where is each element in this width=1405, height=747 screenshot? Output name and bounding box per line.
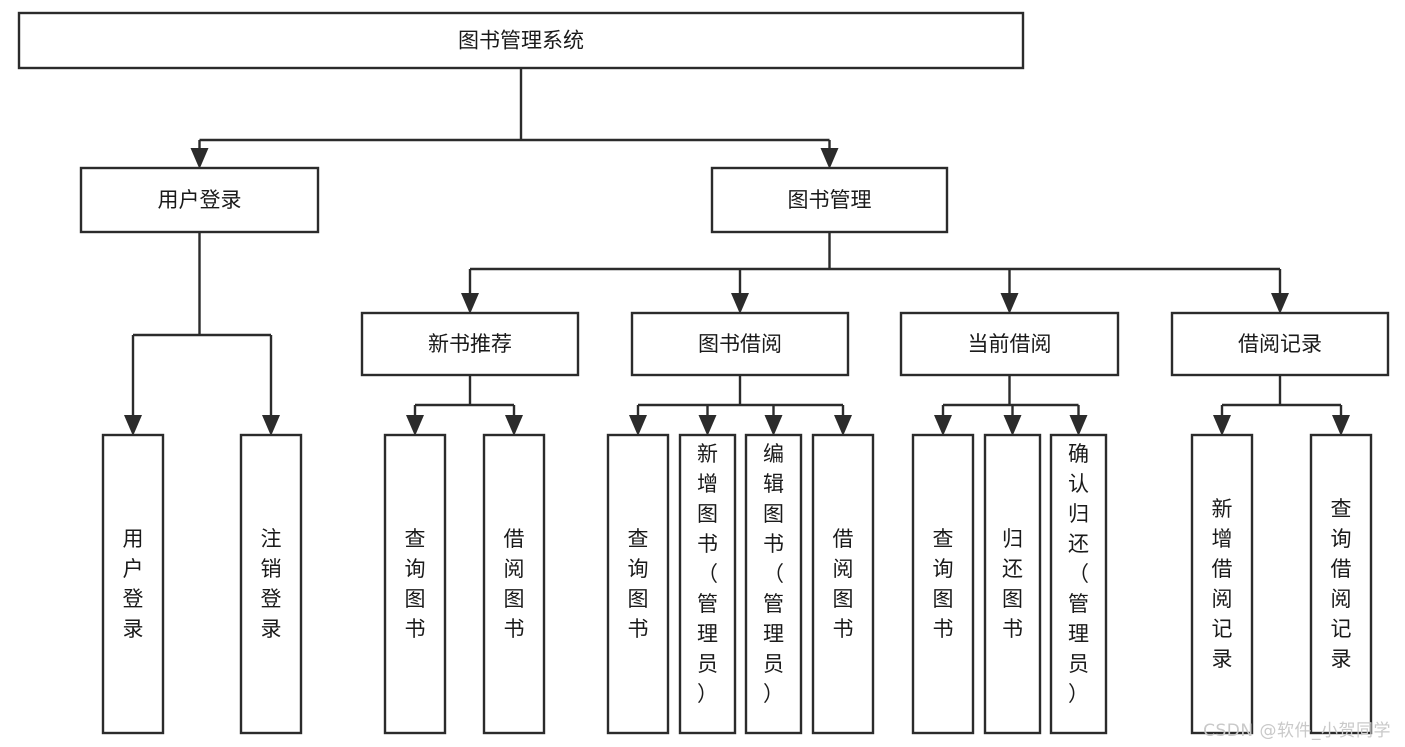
connectors-layer [124, 68, 1350, 436]
node-leaf-add-book-admin[interactable]: 新增图书（管理员） [678, 433, 737, 735]
node-box-leaf-edit-book-admin [744, 433, 803, 735]
node-new-book-recommend[interactable]: 新书推荐 [360, 311, 580, 377]
arrow-head-icon-leaf-confirm-return-admin [1069, 415, 1088, 436]
arrow-head-icon-leaf-user-login [124, 415, 142, 436]
node-label-book-borrow: 图书借阅 [698, 332, 782, 356]
connector-group-borrow-record [1213, 375, 1350, 436]
node-leaf-query-book-cur[interactable]: 查询图书 [911, 433, 975, 735]
node-label-leaf-return-book: 归还图书 [1002, 527, 1023, 641]
arrow-head-icon-leaf-add-borrow-record [1213, 415, 1231, 436]
arrow-head-icon-leaf-edit-book-admin [764, 415, 783, 436]
node-label-leaf-user-login: 用户登录 [123, 527, 144, 641]
node-book-borrow[interactable]: 图书借阅 [630, 311, 850, 377]
node-box-book-borrow [630, 311, 850, 377]
connector-group-book-management [461, 232, 1289, 314]
arrow-head-icon-leaf-add-book-admin [698, 415, 717, 436]
node-leaf-add-borrow-record[interactable]: 新增借阅记录 [1190, 433, 1254, 735]
node-borrow-record[interactable]: 借阅记录 [1170, 311, 1390, 377]
connector-group-current-borrow [934, 375, 1088, 436]
node-label-leaf-confirm-return-admin: 确认归还（管理员） [1068, 442, 1089, 706]
node-box-leaf-query-borrow-record [1309, 433, 1373, 735]
arrow-head-icon-leaf-query-book-borrow [629, 415, 647, 436]
node-box-leaf-query-book-rec [383, 433, 447, 735]
node-box-leaf-add-book-admin [678, 433, 737, 735]
node-label-leaf-borrow-book-rec: 借阅图书 [504, 527, 525, 641]
node-label-book-management: 图书管理 [788, 188, 872, 212]
node-box-book-management [710, 166, 949, 234]
arrow-head-icon-leaf-return-book [1003, 415, 1022, 436]
node-box-leaf-query-book-cur [911, 433, 975, 735]
node-box-leaf-query-book-borrow [606, 433, 670, 735]
connector-group-book-borrow [629, 375, 852, 436]
arrow-head-icon-borrow-record [1271, 293, 1289, 314]
node-box-leaf-return-book [983, 433, 1042, 735]
node-box-leaf-borrow-book [811, 433, 875, 735]
node-box-leaf-logout-login [239, 433, 303, 735]
arrow-head-icon-leaf-borrow-book-rec [505, 415, 523, 436]
node-label-root: 图书管理系统 [458, 29, 584, 53]
node-label-leaf-query-book-rec: 查询图书 [405, 527, 426, 641]
node-box-leaf-user-login [101, 433, 165, 735]
arrow-head-icon-leaf-query-borrow-record [1332, 415, 1350, 436]
arrow-head-icon-book-borrow [731, 293, 749, 314]
node-leaf-logout-login[interactable]: 注销登录 [239, 433, 303, 735]
node-label-leaf-edit-book-admin: 编辑图书（管理员） [763, 442, 784, 706]
node-label-leaf-borrow-book: 借阅图书 [833, 527, 854, 641]
node-label-current-borrow: 当前借阅 [968, 332, 1052, 356]
node-box-leaf-confirm-return-admin [1049, 433, 1108, 735]
connector-group-new-book-recommend [406, 375, 523, 436]
arrow-head-icon-leaf-logout-login [262, 415, 280, 436]
node-leaf-borrow-book-rec[interactable]: 借阅图书 [482, 433, 546, 735]
node-leaf-query-book-borrow[interactable]: 查询图书 [606, 433, 670, 735]
arrow-head-icon-current-borrow [1000, 293, 1019, 314]
node-leaf-return-book[interactable]: 归还图书 [983, 433, 1042, 735]
arrow-head-icon-book-management [820, 148, 839, 169]
arrow-head-icon-leaf-query-book-cur [934, 415, 952, 436]
node-box-current-borrow [899, 311, 1120, 377]
node-label-leaf-add-borrow-record: 新增借阅记录 [1212, 497, 1233, 671]
watermark-label: CSDN @软件_小贺同学 [1203, 721, 1391, 741]
node-leaf-user-login[interactable]: 用户登录 [101, 433, 165, 735]
arrow-head-icon-new-book-recommend [461, 293, 479, 314]
node-label-user-login: 用户登录 [158, 188, 242, 212]
node-leaf-borrow-book[interactable]: 借阅图书 [811, 433, 875, 735]
node-leaf-query-book-rec[interactable]: 查询图书 [383, 433, 447, 735]
node-leaf-confirm-return-admin[interactable]: 确认归还（管理员） [1049, 433, 1108, 735]
node-label-leaf-query-book-borrow: 查询图书 [628, 527, 649, 641]
node-label-new-book-recommend: 新书推荐 [428, 332, 512, 356]
node-root[interactable]: 图书管理系统 [17, 11, 1025, 70]
node-box-user-login [79, 166, 320, 234]
node-leaf-query-borrow-record[interactable]: 查询借阅记录 [1309, 433, 1373, 735]
arrow-head-icon-user-login [190, 148, 209, 169]
connector-group-user-login [124, 232, 280, 436]
node-label-leaf-add-book-admin: 新增图书（管理员） [697, 442, 718, 706]
node-box-new-book-recommend [360, 311, 580, 377]
node-label-leaf-query-borrow-record: 查询借阅记录 [1331, 497, 1352, 671]
node-label-borrow-record: 借阅记录 [1238, 332, 1322, 356]
arrow-head-icon-leaf-borrow-book [834, 415, 852, 436]
node-leaf-edit-book-admin[interactable]: 编辑图书（管理员） [744, 433, 803, 735]
nodes-layer: 图书管理系统用户登录图书管理新书推荐图书借阅当前借阅借阅记录用户登录注销登录查询… [17, 11, 1390, 735]
node-book-management[interactable]: 图书管理 [710, 166, 949, 234]
node-user-login[interactable]: 用户登录 [79, 166, 320, 234]
node-box-borrow-record [1170, 311, 1390, 377]
connector-group-root [190, 68, 839, 169]
arrow-head-icon-leaf-query-book-rec [406, 415, 424, 436]
node-box-leaf-borrow-book-rec [482, 433, 546, 735]
node-current-borrow[interactable]: 当前借阅 [899, 311, 1120, 377]
node-box-root [17, 11, 1025, 70]
node-box-leaf-add-borrow-record [1190, 433, 1254, 735]
node-label-leaf-logout-login: 注销登录 [261, 527, 282, 641]
node-label-leaf-query-book-cur: 查询图书 [933, 527, 954, 641]
